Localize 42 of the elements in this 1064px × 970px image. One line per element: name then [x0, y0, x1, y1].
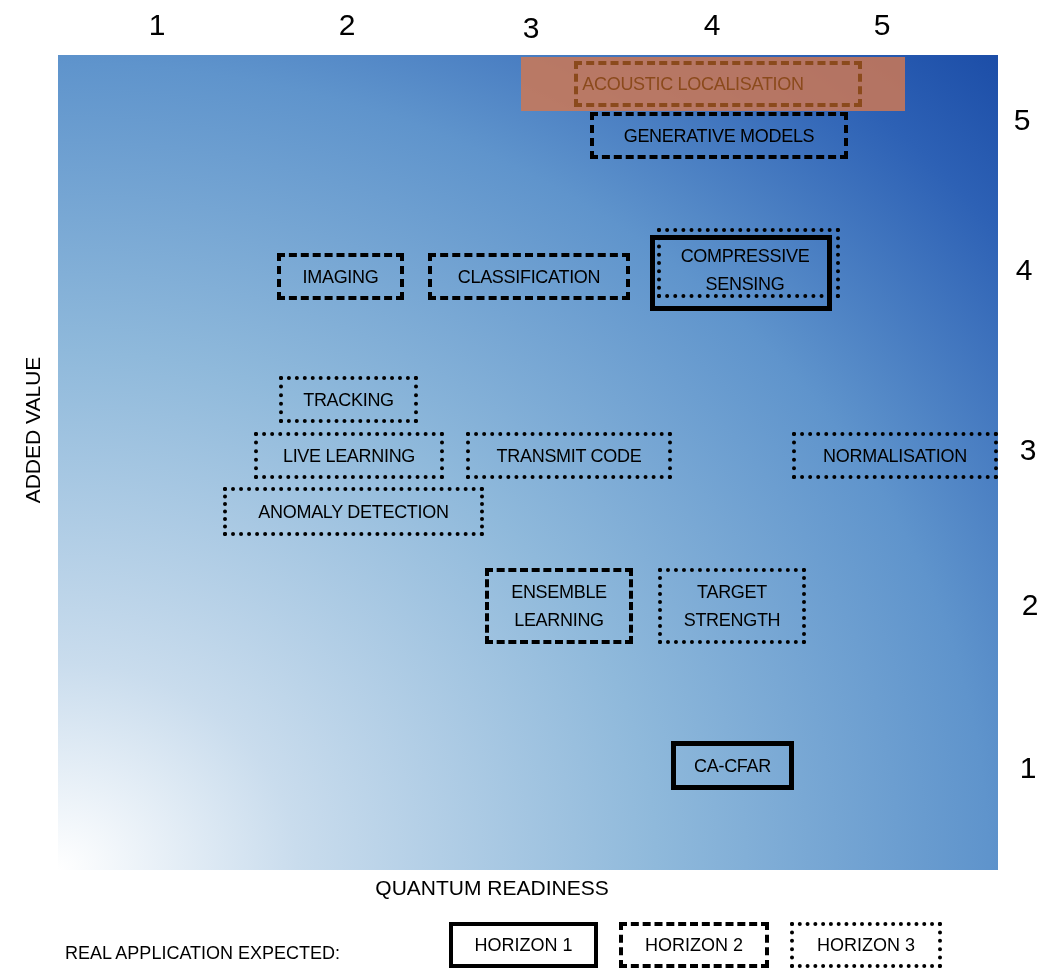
- application-label: TRACKING: [303, 388, 394, 412]
- axis-title: QUANTUM READINESS: [375, 876, 609, 900]
- legend-label: HORIZON 2: [645, 934, 743, 956]
- application-label: ANOMALY DETECTION: [258, 500, 449, 524]
- application-label: TRANSMIT CODE: [496, 444, 642, 468]
- application-box: [277, 253, 404, 300]
- axis-tick-label: 3: [522, 11, 540, 45]
- application-label: CA-CFAR: [694, 754, 771, 778]
- legend-label: HORIZON 3: [817, 934, 915, 956]
- application-label: ENSEMBLE LEARNING: [510, 581, 608, 632]
- application-label: NORMALISATION: [823, 444, 967, 468]
- application-box: [428, 253, 630, 300]
- application-box: [671, 741, 794, 790]
- axis-tick-label: 4: [1015, 253, 1033, 287]
- legend-title: REAL APPLICATION EXPECTED:: [65, 942, 341, 964]
- application-box: [485, 568, 633, 644]
- application-label: LIVE LEARNING: [282, 444, 416, 468]
- application-label: COMPRESSIVE SENSING: [679, 244, 811, 296]
- axis-tick-label: 2: [1021, 588, 1039, 622]
- axis-tick-label: 1: [1019, 751, 1037, 785]
- application-box: [466, 432, 672, 479]
- axis-tick-label: 4: [703, 8, 721, 42]
- application-label: GENERATIVE MODELS: [623, 124, 815, 148]
- application-label: ACOUSTIC LOCALISATION: [582, 73, 804, 96]
- axis-tick-label: 3: [1019, 433, 1037, 467]
- axis-tick-label: 5: [873, 8, 891, 42]
- highlight-band: [521, 57, 905, 111]
- application-box: [254, 432, 444, 479]
- axis-tick-label: 5: [1013, 103, 1031, 137]
- application-label: CLASSIFICATION: [457, 265, 601, 289]
- application-box: [223, 487, 484, 536]
- application-box: [650, 228, 840, 311]
- application-label: TARGET STRENGTH: [682, 581, 782, 632]
- legend-label: HORIZON 1: [474, 934, 573, 956]
- application-label: IMAGING: [302, 265, 379, 289]
- application-box: [590, 112, 848, 159]
- axis-tick-label: 2: [338, 8, 356, 42]
- application-box: [279, 376, 418, 423]
- axis-tick-label: 1: [148, 8, 166, 42]
- application-box: [792, 432, 998, 479]
- application-box: [658, 568, 806, 644]
- axis-title: ADDED VALUE: [21, 356, 45, 504]
